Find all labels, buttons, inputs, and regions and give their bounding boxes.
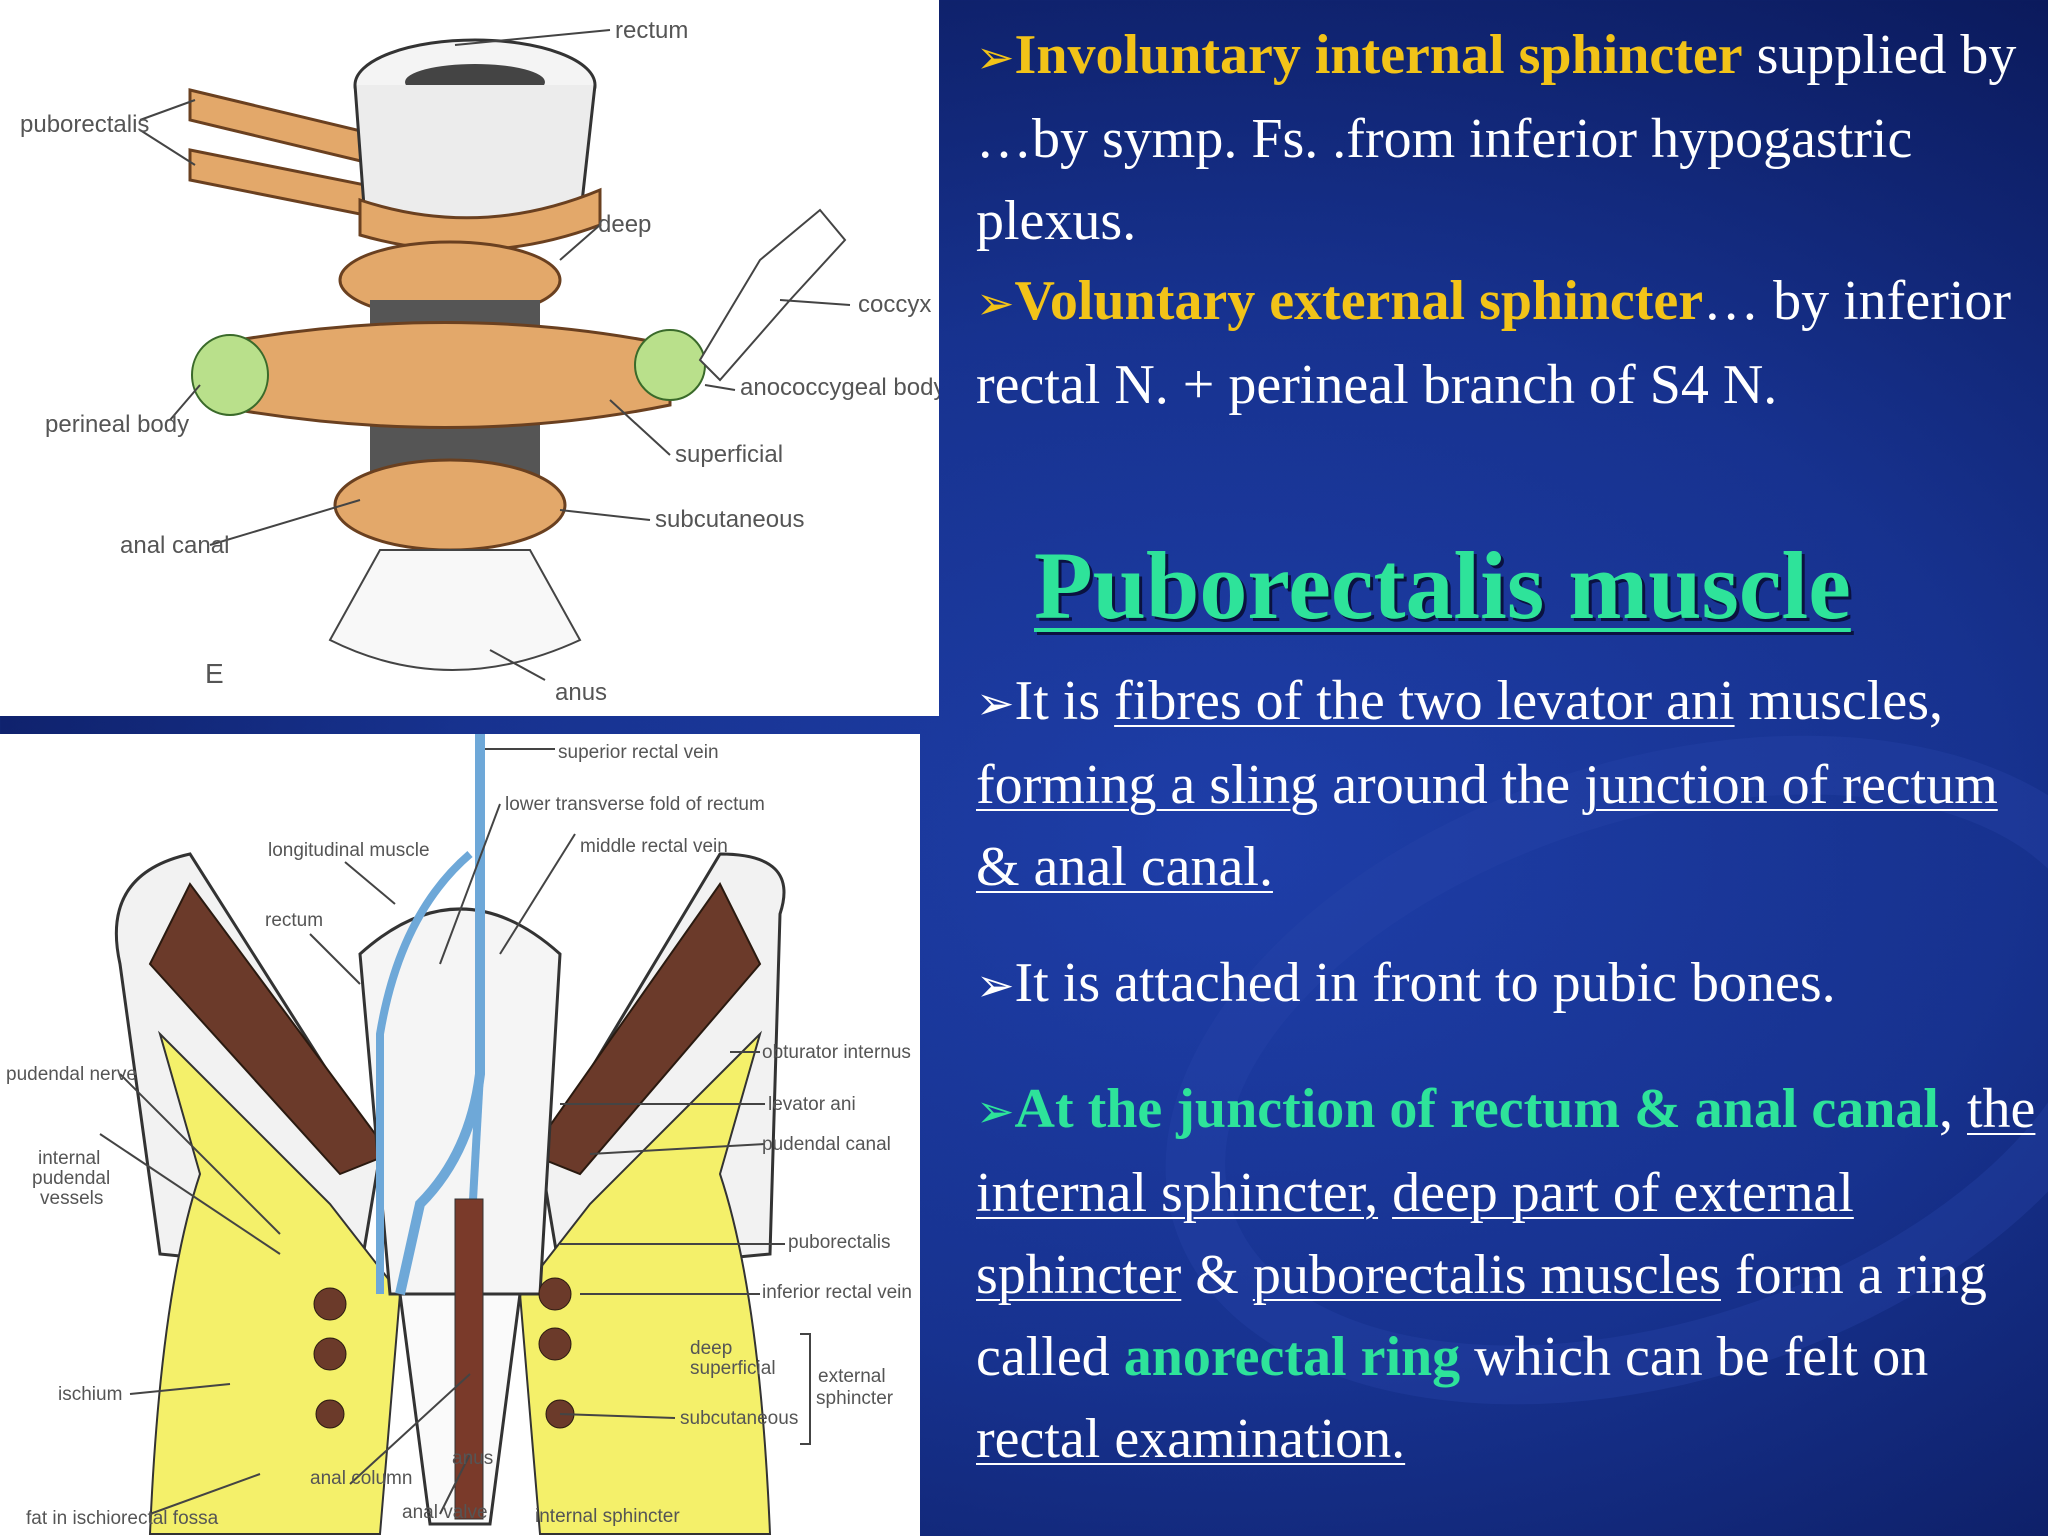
label-internal-sphincter: internal sphincter bbox=[535, 1506, 680, 1527]
label-puborectalis: puborectalis bbox=[788, 1232, 890, 1253]
underlined-span: forming a sling bbox=[976, 754, 1319, 816]
label-rectum: rectum bbox=[265, 910, 323, 931]
text-span: form a ring called bbox=[976, 1244, 1987, 1388]
label-anal-column: anal column bbox=[310, 1468, 412, 1489]
internal-sphincter-body: supplied by …by symp. Fs. .from inferior… bbox=[976, 24, 2017, 252]
highlight-span: anorectal ring bbox=[1123, 1326, 1461, 1388]
underlined-span: fibres of the two levator ani bbox=[1114, 670, 1735, 732]
label-anal-canal: anal canal bbox=[120, 532, 229, 559]
paragraph-anorectal-ring: ➢At the junction of rectum & anal canal,… bbox=[976, 1068, 2036, 1480]
label-middle-rectal-vein: middle rectal vein bbox=[580, 836, 728, 857]
underlined-span: deep part of external sphincter bbox=[976, 1162, 1854, 1306]
label-pudendal-nerve: pudendal nerve bbox=[6, 1064, 137, 1085]
underlined-span: the internal sphincter, bbox=[976, 1078, 2036, 1224]
label-deep: deep bbox=[690, 1338, 732, 1359]
bullet-icon: ➢ bbox=[976, 958, 1015, 1012]
bullet-icon: ➢ bbox=[976, 1084, 1015, 1138]
paragraph-internal-sphincter: ➢Involuntary internal sphincter supplied… bbox=[976, 14, 2036, 262]
label-e: E bbox=[205, 658, 224, 689]
text-span: It is attached in front to pubic bones. bbox=[1014, 952, 1836, 1014]
label-internal-pudendal-1: internal bbox=[38, 1148, 100, 1169]
label-deep: deep bbox=[598, 211, 651, 238]
bullet-icon: ➢ bbox=[976, 676, 1015, 730]
label-levator-ani: levator ani bbox=[768, 1094, 856, 1115]
underlined-span: junction of rectum & anal canal. bbox=[976, 754, 1998, 898]
label-lower-transverse-fold: lower transverse fold of rectum bbox=[505, 794, 765, 815]
label-anal-valve: anal valve bbox=[402, 1502, 488, 1523]
text-span: muscles, bbox=[1734, 670, 1943, 732]
label-anus: anus bbox=[452, 1448, 493, 1469]
label-internal-pudendal-2: pudendal bbox=[32, 1168, 110, 1189]
label-external-sphincter-2: sphincter bbox=[816, 1388, 894, 1409]
text-span: It is bbox=[1014, 670, 1115, 732]
label-external-sphincter-1: external bbox=[818, 1366, 886, 1387]
text-span: & bbox=[1181, 1244, 1253, 1306]
bullet-icon: ➢ bbox=[976, 30, 1015, 84]
text-span: around the bbox=[1318, 754, 1585, 816]
label-superior-rectal-vein: superior rectal vein bbox=[558, 742, 719, 763]
bullet-icon: ➢ bbox=[976, 276, 1015, 330]
coronal-section-diagram: superior rectal vein lower transverse fo… bbox=[0, 734, 920, 1536]
label-puborectalis: puborectalis bbox=[20, 111, 149, 138]
text-span: , bbox=[1938, 1078, 1967, 1140]
text-span bbox=[1378, 1162, 1392, 1224]
label-ischium: ischium bbox=[58, 1384, 122, 1405]
label-longitudinal-muscle: longitudinal muscle bbox=[268, 840, 430, 861]
label-inferior-rectal-vein: inferior rectal vein bbox=[762, 1282, 912, 1303]
label-superficial: superficial bbox=[690, 1358, 776, 1379]
label-internal-pudendal-3: vessels bbox=[40, 1188, 103, 1209]
internal-sphincter-title: Involuntary internal sphincter bbox=[1014, 24, 1743, 86]
label-subcutaneous: subcutaneous bbox=[655, 506, 804, 533]
highlight-span: At the junction of rectum & anal canal bbox=[1014, 1078, 1939, 1140]
label-perineal-body: perineal body bbox=[45, 411, 189, 438]
underlined-span: puborectalis muscles bbox=[1252, 1244, 1721, 1306]
text-span: which can be felt on bbox=[1460, 1326, 1929, 1388]
external-sphincter-body: … by inferior rectal N. + perineal branc… bbox=[976, 270, 2012, 416]
label-anus: anus bbox=[555, 679, 607, 706]
section-heading: Puborectalis muscle bbox=[1034, 532, 1851, 639]
paragraph-fibres: ➢It is fibres of the two levator ani mus… bbox=[976, 660, 2036, 908]
underlined-span: rectal examination. bbox=[976, 1408, 1406, 1470]
paragraph-external-sphincter: ➢Voluntary external sphincter… by inferi… bbox=[976, 260, 2036, 426]
sphincter-diagram: rectum puborectalis deep coccyx anococcy… bbox=[0, 0, 939, 716]
label-rectum: rectum bbox=[615, 17, 688, 44]
external-sphincter-title: Voluntary external sphincter bbox=[1014, 270, 1704, 332]
label-coccyx: coccyx bbox=[858, 291, 931, 318]
label-pudendal-canal: pudendal canal bbox=[762, 1134, 891, 1155]
label-fat-ischiorectal: fat in ischiorectal fossa bbox=[26, 1508, 219, 1529]
label-superficial: superficial bbox=[675, 441, 783, 468]
label-obturator-internus: obturator internus bbox=[762, 1042, 911, 1063]
label-anococcygeal-body: anococcygeal body bbox=[740, 374, 939, 401]
paragraph-attachment: ➢It is attached in front to pubic bones. bbox=[976, 942, 1836, 1026]
label-subcutaneous: subcutaneous bbox=[680, 1408, 798, 1429]
